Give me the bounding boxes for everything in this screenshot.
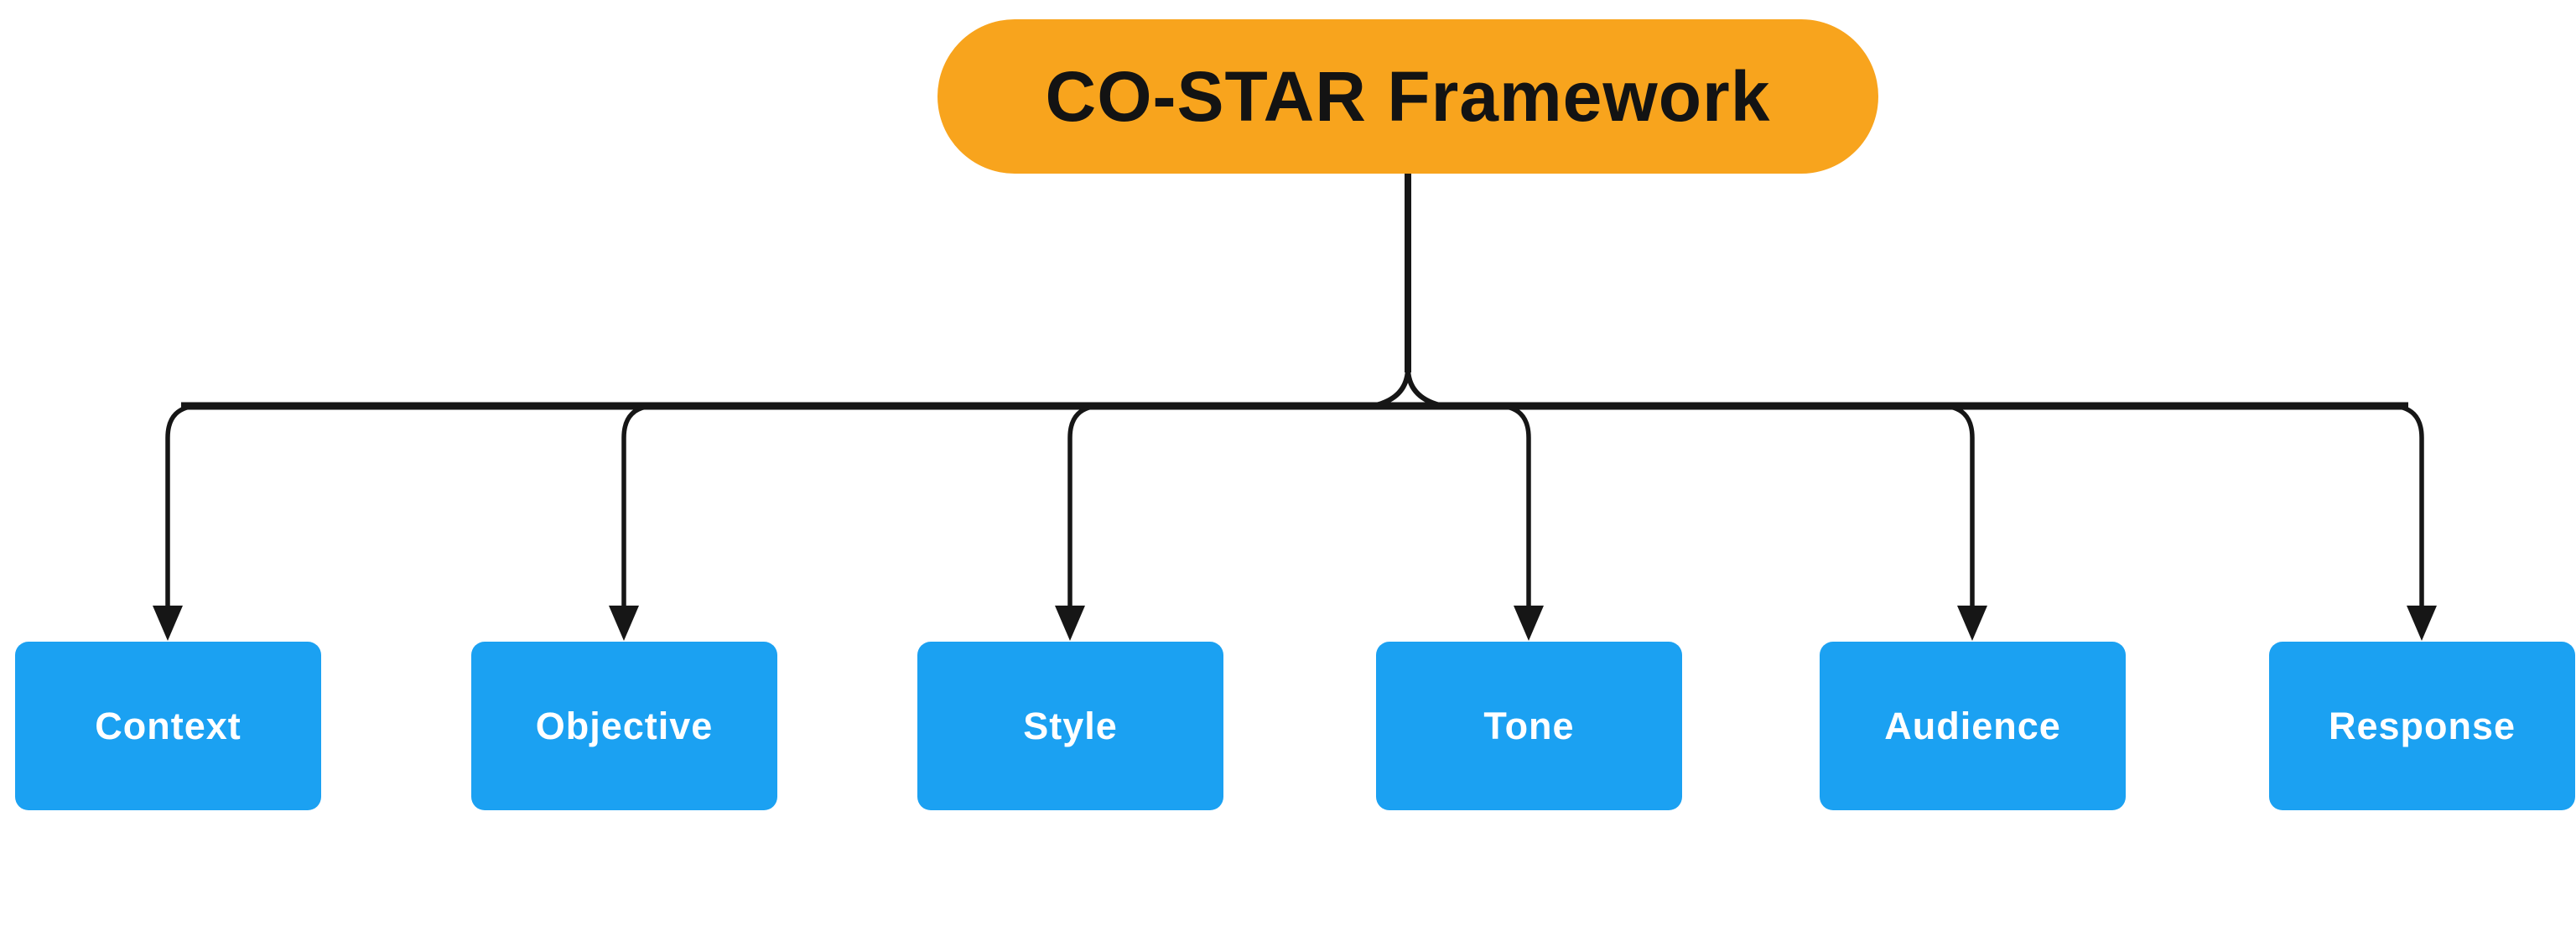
arrowhead [1957, 606, 1987, 641]
arrowhead [609, 606, 639, 641]
branch-line [1408, 403, 1531, 609]
trunk-flare-right [1405, 367, 1441, 408]
branch-line [621, 403, 1408, 609]
node-label: Tone [1483, 704, 1575, 747]
trunk-flare-left [1375, 367, 1410, 408]
arrowhead [1514, 606, 1544, 641]
node-label: Context [95, 704, 242, 747]
node-label: Style [1023, 704, 1118, 747]
node-audience: Audience [1820, 642, 2126, 810]
arrowhead [153, 606, 183, 641]
node-tone: Tone [1376, 642, 1682, 810]
node-objective: Objective [471, 642, 777, 810]
branch-line [165, 403, 1408, 609]
node-context: Context [15, 642, 321, 810]
arrowhead [1055, 606, 1085, 641]
branch-line [1408, 403, 1975, 609]
node-label: Audience [1884, 704, 2061, 747]
node-label: Objective [535, 704, 714, 747]
root-node-co-star-framework: CO-STAR Framework [937, 19, 1878, 174]
node-response: Response [2269, 642, 2575, 810]
arrowhead [2407, 606, 2437, 641]
node-style: Style [917, 642, 1223, 810]
diagram-title: CO-STAR Framework [1045, 56, 1771, 136]
branch-line [1408, 403, 2424, 609]
node-label: Response [2328, 704, 2516, 747]
branch-line [1067, 403, 1408, 609]
